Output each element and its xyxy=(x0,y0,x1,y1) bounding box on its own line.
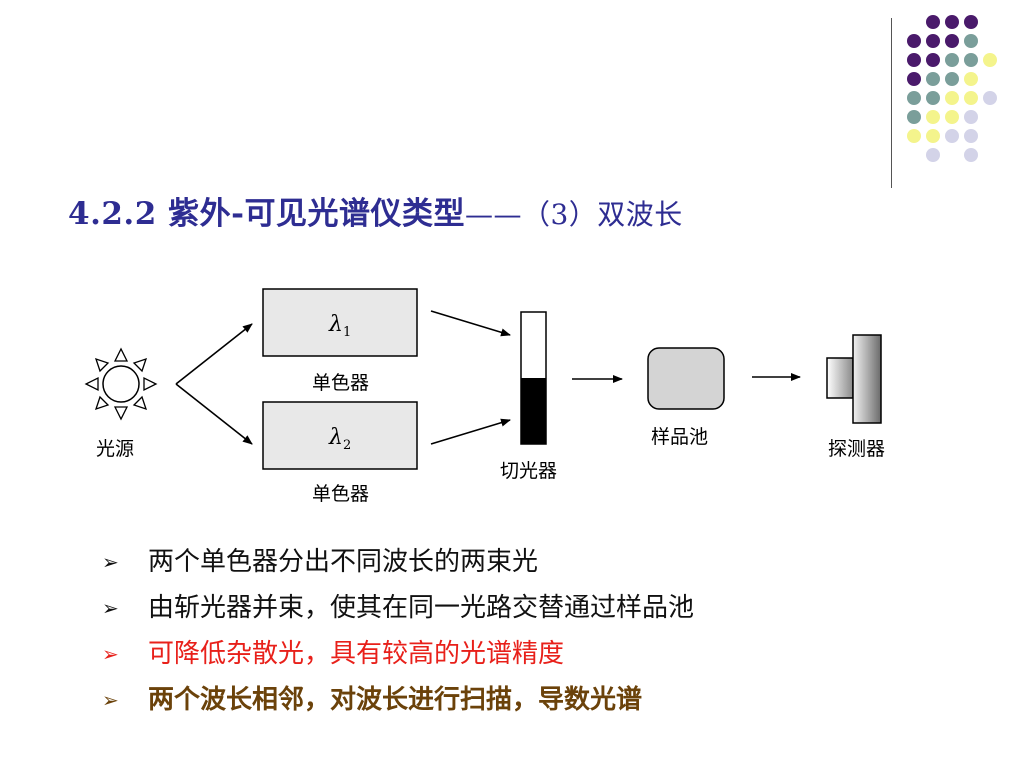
detector-label: 探测器 xyxy=(828,438,885,460)
decorative-dot xyxy=(907,91,921,105)
monochromator-1-box xyxy=(262,288,418,357)
light-source-label: 光源 xyxy=(96,438,134,460)
bullet-text: 两个波长相邻，对波长进行扫描，导数光谱 xyxy=(148,685,643,715)
bullet-arrow-icon: ➢ xyxy=(102,642,119,666)
page-title: 4.2.2 紫外-可见光谱仪类型——（3）双波长 xyxy=(68,188,683,233)
decorative-dot xyxy=(907,110,921,124)
chopper-icon xyxy=(520,311,547,445)
bullet-item: ➢ 两个单色器分出不同波长的两束光 xyxy=(102,540,694,586)
decorative-dot xyxy=(926,129,940,143)
monochromator-1-wavelength: λ1 xyxy=(328,312,351,340)
monochromator-1-label: 单色器 xyxy=(312,372,369,394)
decorative-dot xyxy=(964,34,978,48)
decorative-dot xyxy=(945,129,959,143)
decorative-dot xyxy=(964,129,978,143)
decorative-dot xyxy=(907,34,921,48)
decorative-dot xyxy=(983,91,997,105)
bullet-item: ➢ 两个波长相邻，对波长进行扫描，导数光谱 xyxy=(102,678,694,724)
bullet-arrow-icon: ➢ xyxy=(102,688,119,712)
decorative-dot xyxy=(945,72,959,86)
decorative-dot xyxy=(964,15,978,29)
decorative-dot xyxy=(926,53,940,67)
decorative-dot xyxy=(907,72,921,86)
decorative-dot xyxy=(945,15,959,29)
chopper-label: 切光器 xyxy=(500,460,557,482)
decorative-dot xyxy=(926,72,940,86)
bullet-text: 可降低杂散光，具有较高的光谱精度 xyxy=(148,639,565,669)
bullet-item: ➢ 可降低杂散光，具有较高的光谱精度 xyxy=(102,632,694,678)
title-subtitle: ——（3）双波长 xyxy=(464,198,683,231)
decorative-dot xyxy=(945,34,959,48)
decorative-dot xyxy=(945,53,959,67)
decorative-dot xyxy=(964,148,978,162)
sample-cell-label: 样品池 xyxy=(651,426,708,448)
monochromator-2-label: 单色器 xyxy=(312,483,369,505)
bullet-arrow-icon: ➢ xyxy=(102,550,119,574)
monochromator-2-wavelength: λ2 xyxy=(328,425,351,453)
decorative-dot xyxy=(964,53,978,67)
title-main: 4.2.2 紫外-可见光谱仪类型 xyxy=(68,196,465,232)
decorative-dot xyxy=(926,148,940,162)
decorative-dot xyxy=(964,110,978,124)
arrow-source-to-mono1 xyxy=(175,323,253,385)
light-source-icon xyxy=(84,347,158,421)
monochromator-2-box xyxy=(262,401,418,470)
decorative-dot xyxy=(945,110,959,124)
bullet-list: ➢两个单色器分出不同波长的两束光 ➢由斩光器并束，使其在同一光路交替通过样品池 … xyxy=(102,540,694,724)
bullet-text: 两个单色器分出不同波长的两束光 xyxy=(148,547,539,577)
decorative-dot xyxy=(964,91,978,105)
sample-cell-icon xyxy=(647,347,725,410)
decorative-dot xyxy=(926,91,940,105)
bullet-text: 由斩光器并束，使其在同一光路交替通过样品池 xyxy=(148,593,695,623)
arrow-mono1-to-chopper xyxy=(430,310,511,337)
decorative-dot xyxy=(907,129,921,143)
decorative-dot xyxy=(945,91,959,105)
decorative-dot xyxy=(926,110,940,124)
decorative-dot xyxy=(907,53,921,67)
bullet-arrow-icon: ➢ xyxy=(102,596,119,620)
arrow-mono2-to-chopper xyxy=(430,418,511,445)
arrow-source-to-mono2 xyxy=(175,383,253,445)
decorative-dot xyxy=(926,15,940,29)
decorative-dot xyxy=(983,53,997,67)
decorative-dot xyxy=(926,34,940,48)
decorative-dot xyxy=(964,72,978,86)
detector-icon xyxy=(826,334,882,424)
bullet-item: ➢ 由斩光器并束，使其在同一光路交替通过样品池 xyxy=(102,586,694,632)
decorative-vertical-line xyxy=(891,18,892,188)
